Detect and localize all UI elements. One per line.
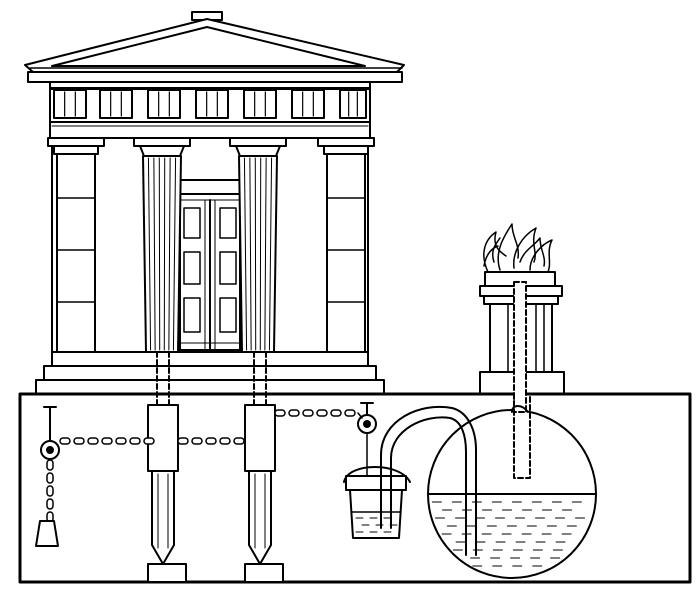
chain-link — [102, 438, 112, 444]
temple-back-wall — [52, 138, 368, 352]
chain-link — [303, 410, 313, 416]
chain-link — [47, 499, 53, 509]
counterweight — [36, 521, 58, 546]
triglyph — [148, 90, 180, 118]
chain-link — [88, 438, 98, 444]
flute-line — [148, 158, 150, 350]
chain-link — [74, 438, 84, 444]
chain-link — [144, 438, 154, 444]
triglyph — [244, 90, 276, 118]
chain-link — [234, 438, 244, 444]
flute-line — [265, 158, 266, 350]
flute-line — [244, 158, 246, 350]
chain-link — [331, 410, 341, 416]
vessel-water — [432, 502, 584, 566]
spherical-water-vessel — [428, 410, 596, 578]
altar-fire — [484, 224, 552, 272]
chain-link — [178, 438, 188, 444]
underground-chamber — [20, 394, 690, 582]
column-fluting — [148, 158, 175, 350]
flute-line — [250, 158, 251, 350]
chain-link — [220, 438, 230, 444]
triglyph — [100, 90, 132, 118]
chain-link — [47, 473, 53, 483]
chain-link — [60, 438, 70, 444]
door-pivot-axle-left — [148, 352, 186, 582]
temple-triglyphs — [54, 90, 366, 118]
temple-column-inner-left — [134, 138, 190, 352]
chain-link — [317, 410, 327, 416]
flute-line — [154, 158, 155, 350]
altar-down-pipe — [512, 282, 530, 478]
door-pivot-axle-right — [245, 352, 283, 582]
chain-link — [192, 438, 202, 444]
chain-link — [47, 460, 53, 470]
chain-link — [358, 413, 362, 418]
flute-line — [169, 158, 170, 350]
temple-steps — [36, 352, 384, 394]
bucket-water — [356, 518, 397, 532]
chain-link — [116, 438, 126, 444]
chain-link — [130, 438, 140, 444]
temple-entablature — [50, 82, 370, 138]
flute-line — [269, 158, 271, 350]
triglyph — [196, 90, 228, 118]
triglyph — [54, 90, 86, 118]
flute-line — [173, 158, 175, 350]
temple-doorway — [175, 180, 245, 350]
triglyph — [292, 90, 324, 118]
chain — [47, 410, 362, 522]
pulley-right — [358, 403, 376, 433]
temple-column-inner-right — [230, 138, 286, 352]
column-fluting — [244, 158, 271, 350]
temple-pediment — [25, 19, 404, 82]
pulley-left — [41, 407, 59, 459]
triglyph — [340, 90, 366, 118]
chain-link — [275, 410, 285, 416]
chain-link — [206, 438, 216, 444]
temple-door-panels — [184, 208, 236, 332]
chain-link — [47, 486, 53, 496]
temple-column-outer-right — [318, 138, 374, 352]
siphon-pipe — [381, 407, 476, 555]
bucket — [344, 433, 410, 538]
chain-link — [345, 410, 355, 416]
chain-link — [289, 410, 299, 416]
temple-column-outer-left — [48, 138, 104, 352]
